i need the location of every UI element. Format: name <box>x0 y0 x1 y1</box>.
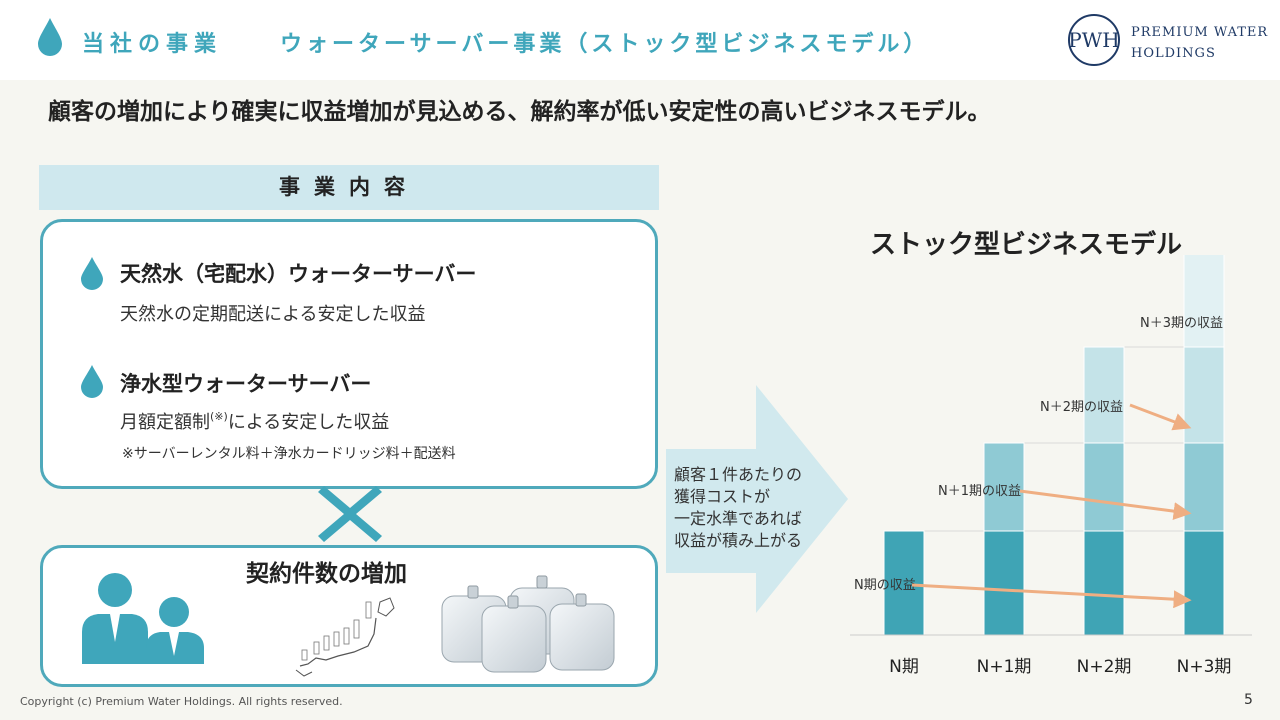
footnote: ※サーバーレンタル料＋浄水カードリッジ料＋配送料 <box>122 446 456 462</box>
bar-segment <box>1183 530 1225 636</box>
item-desc-purified-water: 月額定額制(※)による安定した収益 <box>120 408 389 434</box>
contract-growth-title: 契約件数の増加 <box>246 561 407 587</box>
item-desc-natural-water: 天然水の定期配送による安定した収益 <box>120 304 426 325</box>
logo-line-2: Holdings <box>1131 46 1216 61</box>
arrow-caption-line-3: 一定水準であれば <box>674 509 802 528</box>
revenue-carry-arrow <box>911 583 1192 609</box>
item-title-natural-water: 天然水（宅配水）ウォーターサーバー <box>120 262 477 286</box>
company-logo-emblem: PWH <box>1068 14 1120 66</box>
item-title-purified-water: 浄水型ウォーターサーバー <box>120 372 372 396</box>
bar-segment <box>1083 530 1125 636</box>
bar-segment <box>983 530 1025 636</box>
bar-segment <box>983 442 1025 532</box>
desc-main: 月額定額制 <box>120 412 210 433</box>
business-title: 事業内容 <box>39 165 659 210</box>
chart-title: ストック型ビジネスモデル <box>870 230 1183 260</box>
arrow-caption-line-2: 獲得コストが <box>674 487 771 506</box>
slide-title: ウォーターサーバー事業（ストック型ビジネスモデル） <box>280 32 930 57</box>
series-label: N＋3期の収益 <box>1140 316 1223 331</box>
stock-model-chart: N期 N+1期 N+2期 N+3期 N期の収益 N＋1期の収益 N＋2期の収益 N＋3期の収益 <box>850 255 1252 677</box>
bar-segment <box>1183 346 1225 444</box>
arrow-caption: 顧客１件あたりの 獲得コストが 一定水準であれば 収益が積み上がる <box>674 464 802 552</box>
x-tick-label: N+3期 <box>1177 657 1232 677</box>
section-label: 当社の事業 <box>82 32 223 57</box>
bar-segment <box>1183 442 1225 532</box>
x-tick-label: N+2期 <box>1077 657 1132 677</box>
water-bottles-image <box>441 575 615 673</box>
arrow-caption-line-4: 収益が積み上がる <box>674 531 803 550</box>
bar-segment <box>883 530 925 636</box>
headline: 顧客の増加により確実に収益増加が見込める、解約率が低い安定性の高いビジネスモデル… <box>48 99 991 125</box>
copyright: Copyright (c) Premium Water Holdings. Al… <box>20 695 343 708</box>
revenue-carry-arrow <box>1129 403 1192 431</box>
svg-text:PWH: PWH <box>1068 28 1119 52</box>
water-drop-icon <box>81 365 103 398</box>
series-label: N期の収益 <box>854 578 916 593</box>
logo-line-1: Premium Water <box>1131 25 1269 40</box>
series-label: N＋2期の収益 <box>1040 400 1123 415</box>
bar-segment <box>1083 346 1125 444</box>
desc-rest: による安定した収益 <box>227 412 390 433</box>
revenue-carry-arrow <box>1019 489 1192 521</box>
x-tick-label: N+1期 <box>977 657 1032 677</box>
x-tick-label: N期 <box>889 657 919 677</box>
footnote-mark: (※) <box>210 410 228 423</box>
japan-map-icon <box>295 597 395 677</box>
cross-icon <box>318 486 382 542</box>
big-arrow-right <box>666 385 848 613</box>
bar-segment <box>1083 442 1125 532</box>
header-bar: 当社の事業 ウォーターサーバー事業（ストック型ビジネスモデル） PWH Prem… <box>0 0 1280 80</box>
page-number: 5 <box>1244 692 1253 708</box>
people-icon <box>82 573 204 664</box>
water-drop-icon <box>38 18 62 56</box>
bar-segment <box>1183 255 1225 348</box>
business-content-box <box>40 219 658 489</box>
company-logo-text: Premium Water Holdings <box>1131 22 1268 64</box>
arrow-caption-line-1: 顧客１件あたりの <box>674 465 803 484</box>
series-label: N＋1期の収益 <box>938 484 1021 499</box>
water-drop-icon <box>81 257 103 290</box>
